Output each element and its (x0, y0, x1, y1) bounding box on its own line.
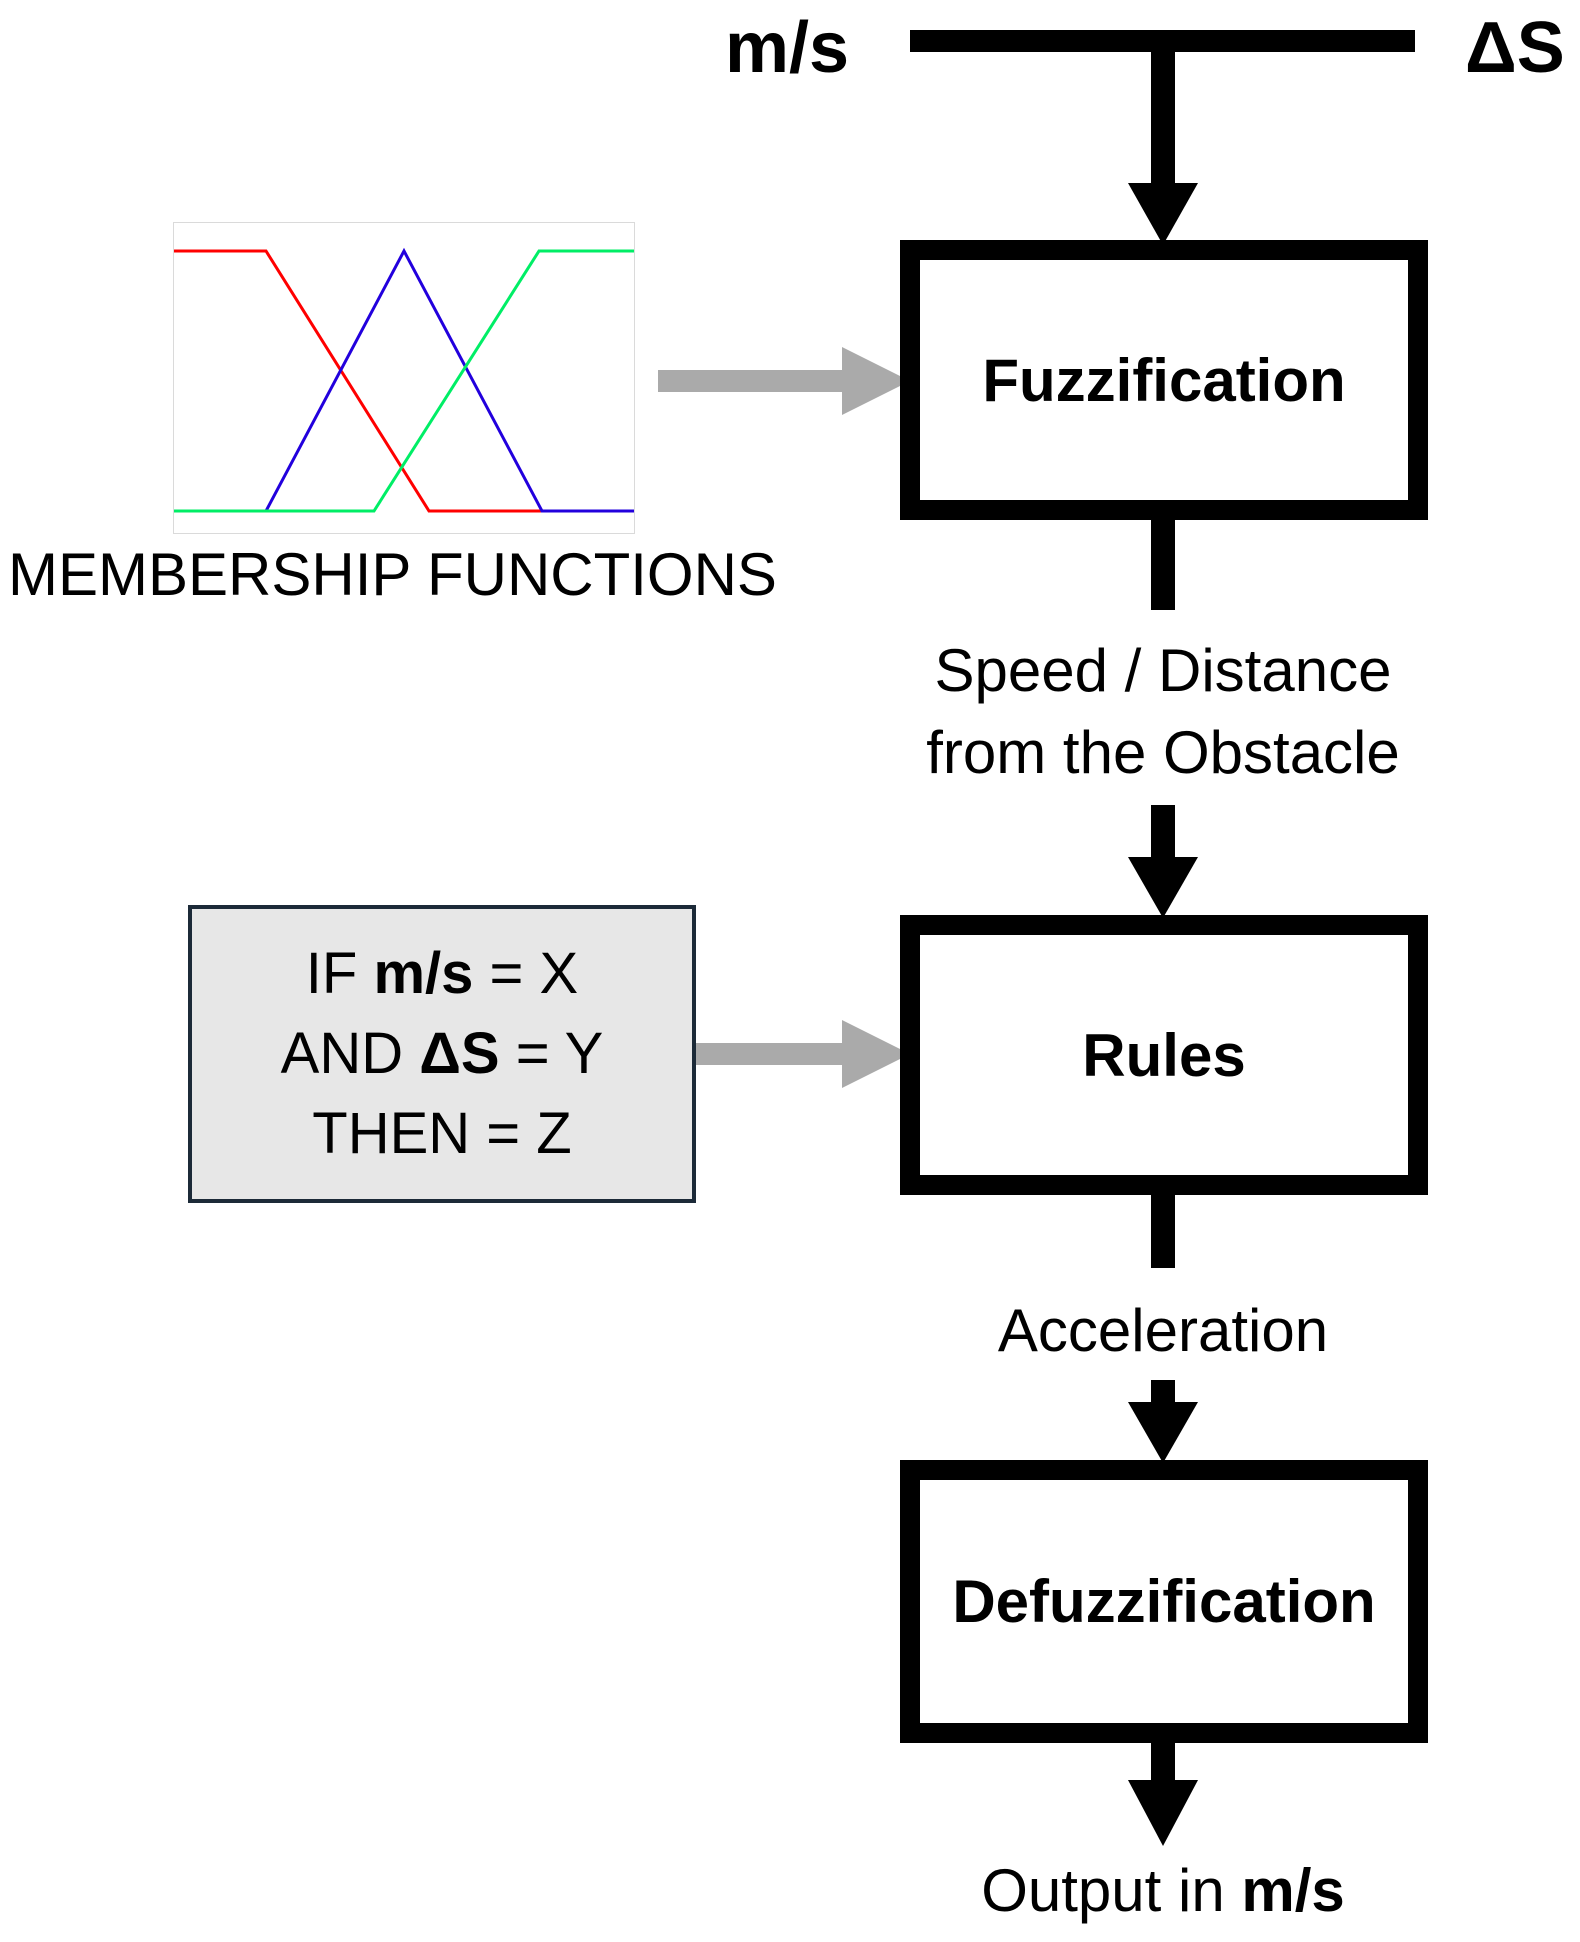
rule-line-and: AND ΔS = Y (281, 1014, 604, 1094)
arrow-stem-to-defuzzification (1151, 1380, 1175, 1405)
rules-stage-label: Rules (1082, 1021, 1246, 1089)
rule-and-variable: ΔS (419, 1021, 500, 1086)
membership-curve-high (174, 249, 634, 513)
defuzzification-label: Defuzzification (952, 1568, 1376, 1635)
input-distance-label: ΔS (1465, 8, 1565, 88)
acceleration-label: Acceleration (997, 1297, 1329, 1364)
rule-line-if: IF m/s = X (306, 934, 578, 1014)
membership-curves (174, 247, 634, 513)
arrow-stem-to-fuzzification (1151, 40, 1175, 185)
membership-curve-low (174, 249, 634, 513)
arrow-membership-to-fuzzification-head (842, 347, 910, 415)
arrow-head-output (1128, 1780, 1198, 1846)
arrow-head-to-defuzzification (1128, 1402, 1198, 1463)
output-prefix: Output in (981, 1857, 1242, 1924)
rules-stage-box: Rules (900, 915, 1428, 1195)
input-speed-label: m/s (725, 8, 850, 88)
membership-functions-plot (173, 222, 635, 534)
membership-functions-caption: MEMBERSHIP FUNCTIONS (8, 541, 777, 608)
arrow-stem-to-rules (1151, 805, 1175, 860)
connector-rules-out (1151, 1188, 1175, 1268)
arrow-head-to-fuzzification (1128, 183, 1198, 245)
arrow-membership-to-fuzzification-stem (658, 370, 848, 392)
rule-if-keyword: IF (305, 941, 374, 1006)
rule-if-value: = X (473, 941, 579, 1006)
fuzzification-label: Fuzzification (982, 346, 1346, 414)
rule-if-variable: m/s (373, 941, 474, 1006)
output-label: Output in m/s (863, 1850, 1463, 1932)
arrow-rulesbox-to-rules-head (842, 1020, 910, 1088)
arrow-rulesbox-to-rules-stem (696, 1043, 848, 1065)
fuzzification-box: Fuzzification (900, 240, 1428, 520)
rule-and-keyword: AND (280, 1021, 420, 1086)
speed-distance-line1: Speed / Distance (934, 637, 1392, 704)
arrow-stem-output (1151, 1738, 1175, 1783)
speed-distance-line2: from the Obstacle (926, 719, 1400, 786)
defuzzification-box: Defuzzification (900, 1460, 1428, 1743)
rule-and-value: = Y (499, 1021, 604, 1086)
speed-distance-label: Speed / Distance from the Obstacle (863, 630, 1463, 794)
rule-line-then: THEN = Z (312, 1101, 572, 1166)
connector-fuzzification-out (1151, 515, 1175, 610)
output-unit: m/s (1241, 1857, 1345, 1924)
rules-definition-box: IF m/s = X AND ΔS = Y THEN = Z (188, 905, 696, 1203)
arrow-head-to-rules (1128, 857, 1198, 918)
